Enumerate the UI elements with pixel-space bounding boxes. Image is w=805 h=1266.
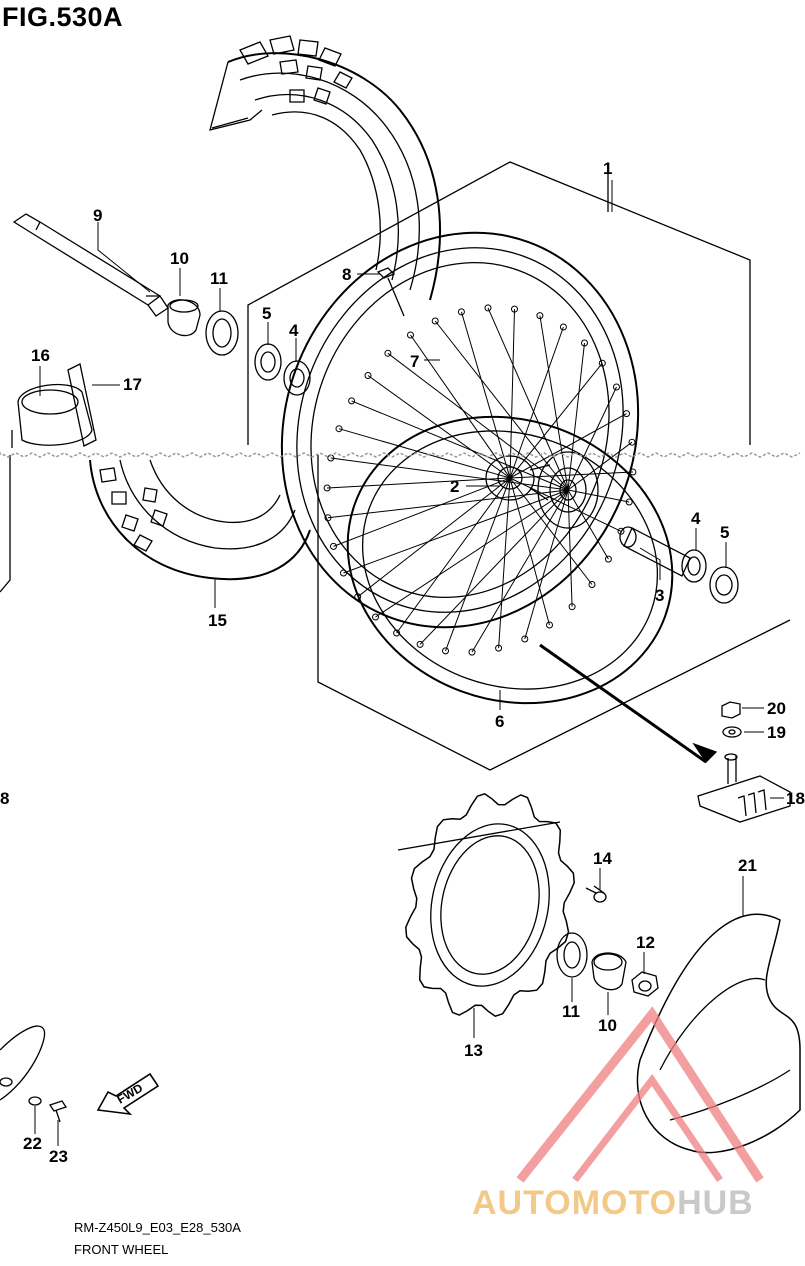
callout-8: 8 (0, 789, 10, 808)
figure-title: FIG.530A (2, 2, 124, 32)
bolt-23 (48, 1100, 68, 1123)
axle-holder (11, 363, 97, 448)
callout-9: 9 (93, 206, 103, 225)
callout-17: 17 (123, 375, 142, 394)
callout-20: 20 (767, 699, 786, 718)
callout-15: 15 (208, 611, 227, 630)
axle (12, 213, 169, 317)
callout-10: 10 (170, 249, 189, 268)
split-line (0, 452, 801, 458)
callout-8: 8 (342, 265, 352, 284)
assembly-frame (247, 161, 791, 771)
washer-19 (722, 726, 742, 738)
disc-bolt (585, 885, 607, 903)
callout-4: 4 (691, 509, 701, 528)
brake-disc (397, 792, 575, 1018)
callout-21: 21 (738, 856, 757, 875)
fwd-arrow (96, 1072, 160, 1116)
callout-11: 11 (562, 1002, 580, 1021)
dust-seal-lower (556, 932, 588, 978)
watermark-part-2: HUB (677, 1184, 754, 1222)
callout-22: 22 (23, 1134, 42, 1153)
callout-12: 12 (636, 933, 655, 952)
frame-edge-left (0, 455, 11, 593)
wheel-hub (485, 451, 599, 529)
callout-3: 3 (655, 586, 665, 605)
watermark-text: AUTOMOTOHUB (472, 1184, 754, 1223)
callout-6: 6 (495, 712, 505, 731)
watermark-logo (516, 1006, 764, 1183)
callout-11: 11 (210, 269, 228, 288)
callout-13: 13 (464, 1041, 483, 1060)
tire-lower (89, 459, 311, 581)
oil-seal-upper (254, 343, 282, 381)
model-code: RM-Z450L9_E03_E28_530A (74, 1220, 241, 1235)
callout-19: 19 (767, 723, 786, 742)
callout-14: 14 (593, 849, 612, 868)
dust-seal-upper (205, 310, 239, 356)
wheel-spokes (323, 304, 637, 656)
bracket-left (0, 1025, 46, 1101)
callout-4: 4 (289, 321, 299, 340)
washer-22 (28, 1096, 42, 1106)
callout-16: 16 (31, 346, 50, 365)
collar-upper (167, 299, 201, 337)
bearing-lower (681, 549, 707, 583)
callout-5: 5 (262, 304, 272, 323)
axle-nut (631, 971, 659, 997)
callout-23: 23 (49, 1147, 68, 1166)
tire-upper (209, 35, 441, 301)
callout-1: 1 (603, 159, 613, 178)
collar-lower (591, 952, 627, 991)
callout-2: 2 (450, 477, 460, 496)
oil-seal-lower (709, 566, 739, 604)
figure-caption: FRONT WHEEL (74, 1242, 169, 1257)
nut-20 (721, 701, 741, 719)
bearing-upper (283, 360, 311, 396)
rim-lock (697, 753, 791, 823)
callout-7: 7 (410, 352, 420, 371)
spacer (619, 526, 691, 577)
callout-5: 5 (720, 523, 730, 542)
callout-18: 18 (786, 789, 805, 808)
watermark-part-1: AUTOMOTO (472, 1184, 678, 1222)
spoke-nipple (376, 267, 405, 317)
callout-10: 10 (598, 1016, 617, 1035)
